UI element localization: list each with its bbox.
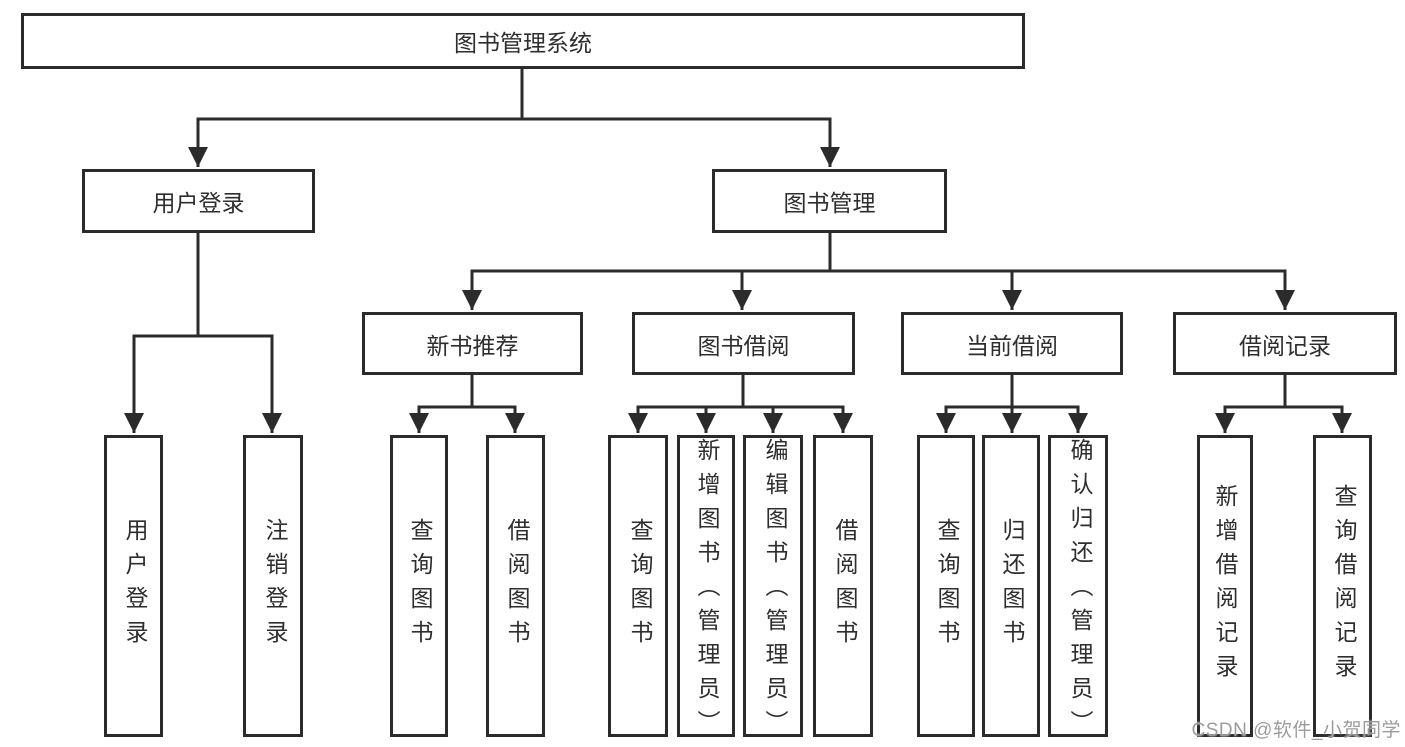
leaf-borrow-books-recommend: 借阅图书 <box>486 435 545 737</box>
leaf-return-books: 归还图书 <box>982 435 1040 737</box>
watermark: CSDN @软件_小贺同学 <box>1191 720 1401 741</box>
leaf-query-books-recommend: 查询图书 <box>390 435 448 737</box>
leaf-edit-books-admin: 编辑图书（管理员） <box>743 435 803 744</box>
leaf-query-books-current: 查询图书 <box>917 435 975 737</box>
node-library-system: 图书管理系统 <box>21 13 1025 69</box>
leaf-logout: 注销登录 <box>243 435 303 737</box>
node-book-management: 图书管理 <box>712 169 947 233</box>
node-current-borrowing: 当前借阅 <box>901 312 1123 375</box>
leaf-borrow-books-borrowing: 借阅图书 <box>813 435 873 737</box>
leaf-confirm-return-admin: 确认归还（管理员） <box>1048 435 1108 744</box>
leaf-query-borrow-record: 查询借阅记录 <box>1313 435 1372 737</box>
leaf-add-books-admin: 新增图书（管理员） <box>677 435 735 744</box>
node-user-login: 用户登录 <box>82 169 315 233</box>
node-book-borrowing: 图书借阅 <box>632 312 855 375</box>
leaf-user-login: 用户登录 <box>104 435 163 737</box>
node-borrowing-records: 借阅记录 <box>1173 312 1397 375</box>
leaf-add-borrow-record: 新增借阅记录 <box>1197 435 1253 737</box>
leaf-query-books-borrowing: 查询图书 <box>608 435 668 737</box>
node-new-book-recommend: 新书推荐 <box>362 312 583 375</box>
